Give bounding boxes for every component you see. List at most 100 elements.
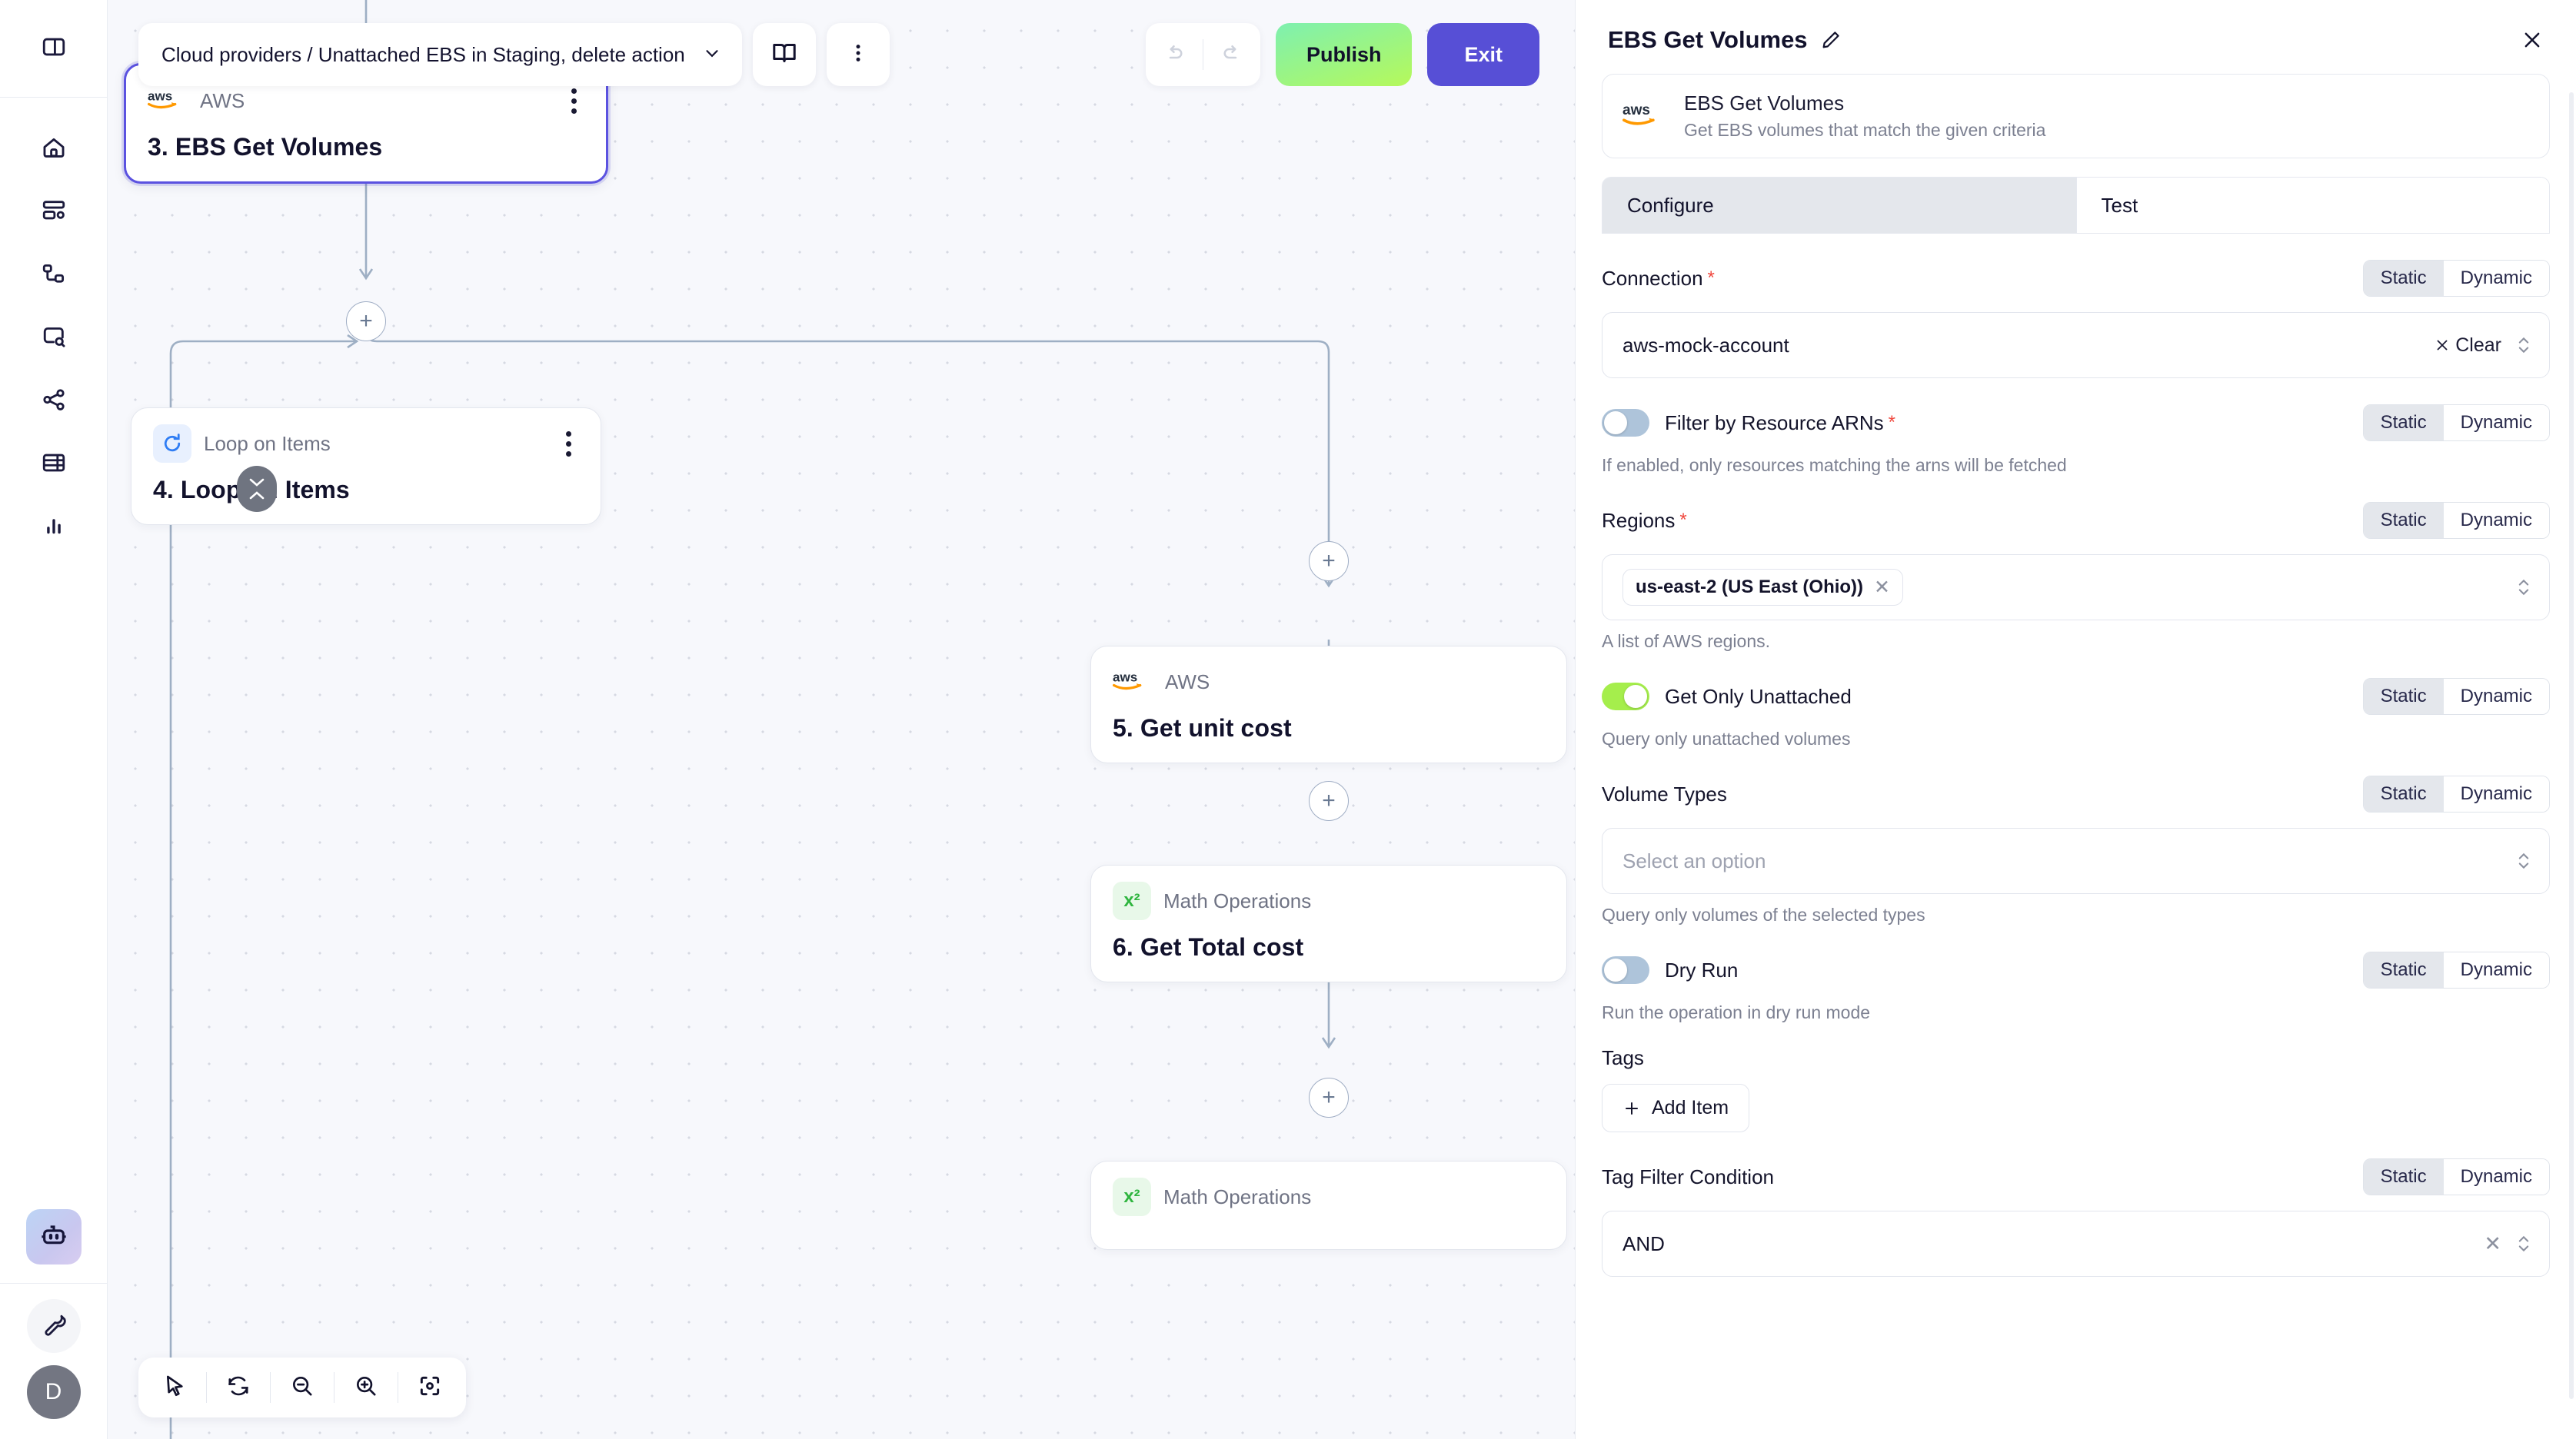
clear-icon[interactable]: ✕ [2484,1231,2501,1255]
required-marker: * [1888,412,1895,433]
field-header: Get Only Unattached Static Dynamic [1602,675,2550,718]
volume-types-select[interactable]: Select an option [1602,828,2550,894]
flow-node-get-total-cost[interactable]: x² Math Operations 6. Get Total cost [1090,865,1567,982]
mode-static-option[interactable]: Static [2363,1159,2444,1195]
field-label: Tags [1602,1046,1644,1069]
node-header: aws AWS [148,82,584,119]
chevron-updown-icon[interactable] [2515,849,2532,872]
remove-chip-icon[interactable]: ✕ [1874,577,1890,598]
mode-static-option[interactable]: Static [2363,503,2444,538]
field-header: Tag Filter Condition Static Dynamic [1602,1155,2550,1198]
connection-select[interactable]: aws-mock-account Clear [1602,312,2550,378]
mode-dynamic-option[interactable]: Dynamic [2443,679,2549,714]
mode-static-option[interactable]: Static [2363,952,2444,988]
flow-node-get-unit-cost[interactable]: aws AWS 5. Get unit cost [1090,646,1567,763]
agent-button[interactable] [25,1209,82,1265]
regions-multiselect[interactable]: us-east-2 (US East (Ohio)) ✕ [1602,554,2550,620]
aws-logo: aws [1113,667,1153,697]
flow-node-math-operations-next[interactable]: x² Math Operations [1090,1161,1567,1250]
pencil-icon[interactable] [1820,29,1842,51]
panel-title: EBS Get Volumes [1608,26,1808,53]
mode-dynamic-option[interactable]: Dynamic [2443,405,2549,440]
sidebar-item-integrations[interactable] [26,374,82,429]
region-chip[interactable]: us-east-2 (US East (Ohio)) ✕ [1622,569,1903,606]
add-step-button-1[interactable]: + [346,301,386,341]
mode-dynamic-option[interactable]: Dynamic [2443,503,2549,538]
workflow-more-button[interactable] [826,23,890,86]
node-title: 3. EBS Get Volumes [148,133,383,161]
add-tag-item-button[interactable]: Add Item [1602,1084,1750,1132]
workflow-path-select[interactable]: Cloud providers / Unattached EBS in Stag… [138,23,742,86]
chevron-updown-icon[interactable] [2515,334,2532,357]
math-icon: x² [1113,882,1151,920]
sidebar-item-logs[interactable] [26,311,82,366]
add-step-button-3[interactable]: + [1309,781,1349,821]
mode-dynamic-option[interactable]: Dynamic [2443,1159,2549,1195]
flow-node-loop-on-items[interactable]: Loop on Items 4. Loop on Items [131,407,601,525]
settings-tools-button[interactable] [26,1299,81,1353]
sidebar-item-tables[interactable] [26,437,82,492]
app-info-card: aws EBS Get Volumes Get EBS volumes that… [1602,74,2550,158]
volume-types-placeholder: Select an option [1622,849,1766,872]
node-more-button[interactable] [564,85,584,117]
mode-dynamic-option[interactable]: Dynamic [2443,776,2549,812]
cursor-icon [162,1374,187,1402]
chevron-updown-icon[interactable] [2515,1232,2532,1255]
dashboard-settings-icon [41,198,67,228]
panel-tabs: Configure Test [1602,177,2550,234]
close-icon[interactable] [2521,28,2544,52]
aws-logo: aws [1622,99,1667,134]
rail-bottom: D [0,1209,107,1439]
pointer-tool-button[interactable] [143,1358,206,1417]
workflow-canvas[interactable]: Cloud providers / Unattached EBS in Stag… [108,0,1575,1439]
sidebar-item-connections[interactable] [26,248,82,303]
filter-arns-toggle[interactable] [1602,409,1649,437]
field-regions: Regions * Static Dynamic us-east-2 (US E… [1602,499,2550,652]
publish-button[interactable]: Publish [1275,23,1413,86]
mode-static-option[interactable]: Static [2363,679,2444,714]
field-hint: If enabled, only resources matching the … [1602,455,2067,475]
undo-button[interactable] [1146,23,1203,86]
get-only-unattached-toggle[interactable] [1602,683,1649,710]
reset-layout-button[interactable] [207,1358,270,1417]
zoom-in-button[interactable] [334,1358,398,1417]
sidebar-item-workflows[interactable] [26,184,82,240]
dry-run-toggle[interactable] [1602,956,1649,984]
tag-filter-condition-select[interactable]: AND ✕ [1602,1211,2550,1277]
node-more-button[interactable] [558,428,579,460]
tag-filter-condition-value: AND [1622,1231,1665,1255]
mode-dynamic-option[interactable]: Dynamic [2443,261,2549,296]
wrench-icon [41,1311,67,1341]
tab-configure[interactable]: Configure [1603,178,2076,233]
mode-static-option[interactable]: Static [2363,261,2444,296]
mode-static-option[interactable]: Static [2363,405,2444,440]
canvas-top-toolbar: Cloud providers / Unattached EBS in Stag… [138,23,890,86]
add-step-button-4[interactable]: + [1309,1078,1349,1118]
svg-text:aws: aws [1622,102,1650,118]
sidebar-toggle-button[interactable] [26,21,82,76]
plus-icon [1626,1102,1638,1115]
mode-static-option[interactable]: Static [2363,776,2444,812]
chevron-updown-icon[interactable] [2515,576,2532,599]
clear-connection-button[interactable]: Clear [2434,334,2501,357]
collapse-loop-button[interactable] [237,466,277,512]
docs-button[interactable] [752,23,816,86]
zoom-out-button[interactable] [271,1358,334,1417]
node-kind-label: AWS [200,88,245,112]
redo-button[interactable] [1203,23,1260,86]
sidebar-item-home[interactable] [26,121,82,177]
panel-scrollbar[interactable] [2569,92,2574,1399]
chevron-down-icon [702,43,722,67]
refresh-icon [226,1374,251,1402]
node-kind-label: Loop on Items [204,431,331,455]
sidebar-item-analytics[interactable] [26,500,82,555]
mode-dynamic-option[interactable]: Dynamic [2443,952,2549,988]
tab-test[interactable]: Test [2075,178,2549,233]
fit-view-button[interactable] [398,1358,461,1417]
add-step-button-2[interactable]: + [1309,541,1349,581]
mode-segmented-control: Static Dynamic [2362,776,2550,813]
zoom-in-icon [354,1374,378,1402]
exit-button[interactable]: Exit [1427,23,1539,86]
avatar[interactable]: D [26,1365,81,1419]
toggle-knob [1624,685,1647,708]
